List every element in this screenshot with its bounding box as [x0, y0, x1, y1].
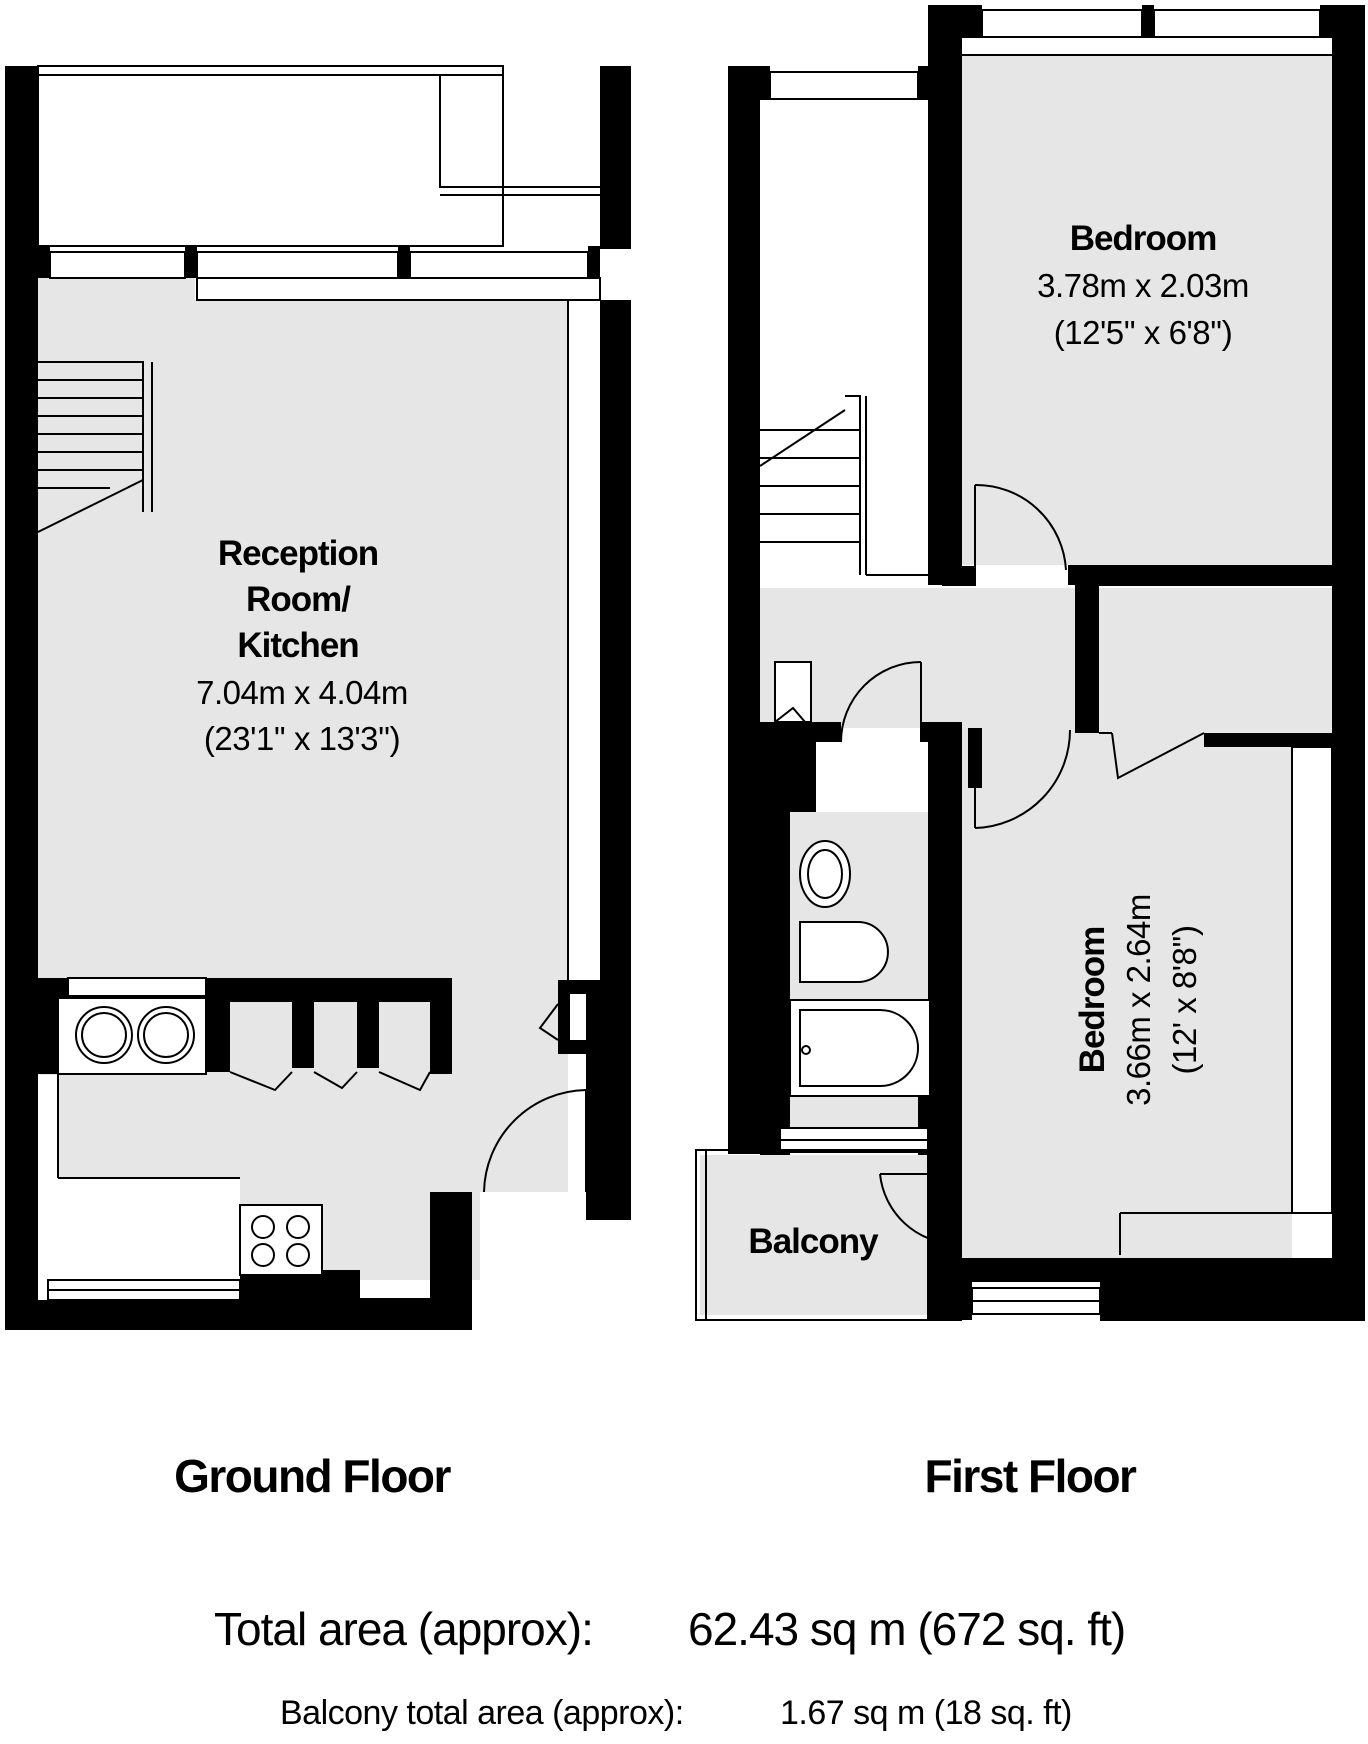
reception-name-2: Room/	[246, 580, 351, 619]
kitchen-window	[67, 977, 207, 997]
bedroom-1-dim-metric: 3.78m x 2.03m	[1037, 267, 1249, 304]
first-west-wall	[728, 66, 760, 1154]
ground-south-wall-hob	[240, 1270, 360, 1330]
ground-east-wall-upper	[600, 66, 631, 249]
bedroom-2-east-recess	[1291, 746, 1333, 1214]
landing-cupboard	[774, 661, 812, 723]
reception-dim-metric: 7.04m x 4.04m	[196, 674, 408, 711]
first-window-stair	[769, 71, 919, 100]
balcony-area-label: Balcony total area (approx):	[280, 1694, 684, 1732]
first-floor-plan	[695, 5, 1365, 1321]
hob-icon	[239, 1204, 323, 1276]
bathtub-icon	[789, 999, 931, 1097]
bedroom-2-name: Bedroom	[1073, 927, 1112, 1074]
ground-staircase	[37, 361, 153, 533]
ground-west-wall	[5, 66, 38, 1330]
ground-floor-label: Ground Floor	[174, 1450, 451, 1502]
reception-kitchen-floor	[38, 278, 568, 1298]
bedroom-1-floor	[962, 55, 1332, 565]
bathroom-door-icon	[840, 661, 922, 743]
ground-east-wall-lower	[586, 980, 631, 1220]
bedroom-1-south-wall	[1068, 565, 1365, 585]
ground-window-2	[196, 251, 399, 279]
balcony-name: Balcony	[748, 1222, 879, 1261]
toilet-icon	[799, 921, 889, 983]
bedroom-1-window-2	[1153, 9, 1321, 38]
bedroom-2-west-wall	[928, 728, 962, 1188]
first-east-wall	[1332, 5, 1365, 1321]
cupboard-floor	[1095, 588, 1332, 733]
bedroom-1-window-1	[981, 9, 1143, 38]
bedroom-2-dim-imperial: (12' x 8'8'')	[1166, 926, 1203, 1075]
bedroom-2-door-icon	[974, 729, 1071, 829]
ground-east-wall-mid	[600, 300, 631, 980]
ground-window-1	[49, 251, 186, 279]
ground-window-3	[409, 251, 589, 279]
balcony-door-icon	[879, 1173, 956, 1245]
bedroom-2-dim-metric: 3.66m x 2.64m	[1120, 894, 1157, 1106]
balcony-area-value: 1.67 sq m (18 sq. ft)	[780, 1694, 1072, 1732]
ground-floor-plan	[5, 65, 631, 1330]
first-staircase	[759, 395, 928, 576]
entrance-door-icon	[483, 1089, 587, 1193]
reception-name-3: Kitchen	[237, 626, 358, 665]
ground-south-wall-left	[5, 1300, 241, 1330]
sink-bowl-left-icon	[75, 1006, 133, 1064]
bedroom-2-label: Bedroom 3.66m x 2.64m (12' x 8'8'')	[1073, 894, 1203, 1106]
bedroom-1-name: Bedroom	[1070, 219, 1217, 258]
kitchen-cupboard-wall	[206, 978, 452, 1002]
first-bedroom-west-wall	[928, 5, 962, 585]
bedroom-1-door-icon	[974, 483, 1067, 571]
ground-north-terrace	[37, 65, 504, 247]
ground-entrance-jamb	[430, 1192, 472, 1330]
bedroom-1-dim-imperial: (12'5'' x 6'8'')	[1054, 314, 1232, 351]
reception-dim-imperial: (23'1'' x 13'3'')	[204, 720, 400, 757]
first-south-wall	[962, 1258, 1365, 1282]
first-floor-label: First Floor	[925, 1450, 1138, 1502]
reception-name-1: Reception	[218, 534, 378, 573]
sink-bowl-right-icon	[137, 1006, 195, 1064]
total-area-label: Total area (approx):	[214, 1603, 593, 1655]
total-area-value: 62.43 sq m (672 sq. ft)	[688, 1603, 1125, 1655]
balcony-floor	[700, 1155, 930, 1315]
ground-north-planter	[439, 74, 504, 188]
